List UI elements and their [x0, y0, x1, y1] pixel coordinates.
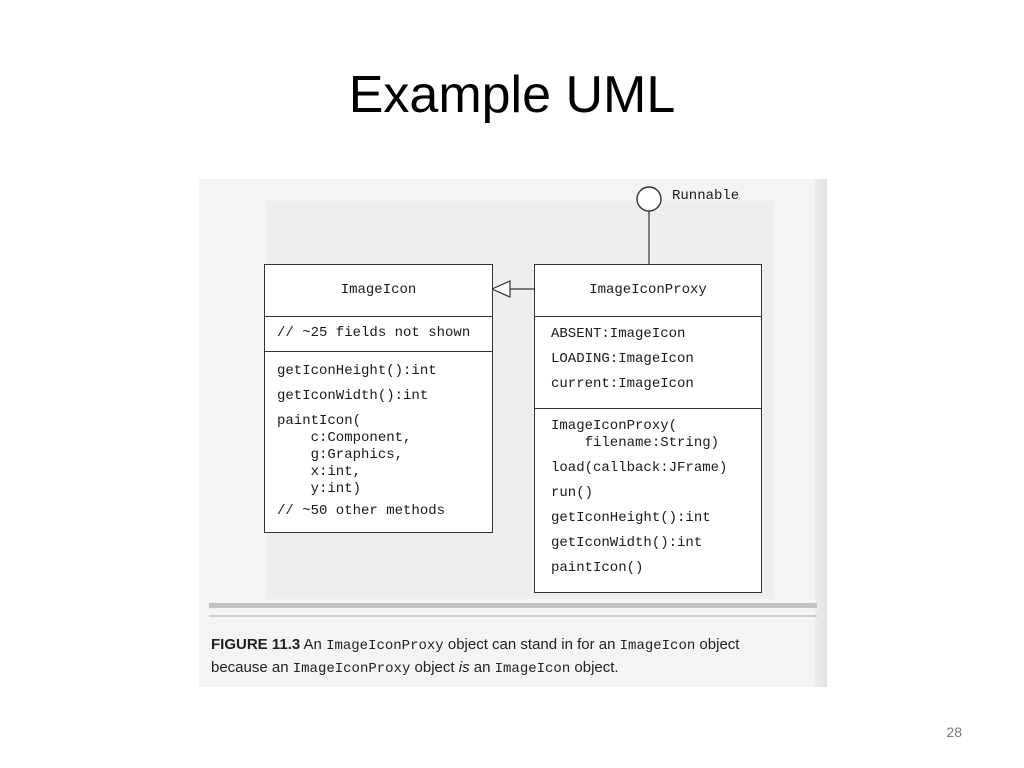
figure-label: FIGURE 11.3	[211, 636, 301, 653]
caption-code: ImageIconProxy	[292, 661, 411, 677]
imageicon-name-section: ImageIcon	[265, 265, 492, 317]
caption-code: ImageIconProxy	[326, 638, 444, 654]
inheritance-arrowhead	[490, 280, 511, 298]
caption-text: an	[469, 659, 495, 676]
slide-title: Example UML	[348, 66, 676, 124]
proxy-field: LOADING:ImageIcon	[551, 351, 694, 367]
proxy-method: load(callback:JFrame)	[551, 460, 728, 476]
caption-text: object	[695, 636, 740, 653]
figure-rule-thick	[209, 603, 817, 608]
page-edge	[815, 179, 827, 687]
page-number: 28	[946, 724, 962, 740]
imageicon-method: getIconWidth():int	[277, 388, 429, 404]
imageicon-field: // ~25 fields not shown	[277, 325, 471, 341]
proxy-methods-section: ImageIconProxy( filename:String) load(ca…	[535, 409, 761, 577]
caption-text: object.	[570, 659, 619, 676]
imageiconproxy-class-box: ImageIconProxy ABSENT:ImageIcon LOADING:…	[534, 264, 762, 593]
imageicon-method: // ~50 other methods	[277, 503, 446, 519]
figure-caption: FIGURE 11.3 An ImageIconProxy object can…	[211, 634, 811, 680]
caption-code: ImageIcon	[494, 661, 571, 677]
proxy-method: paintIcon()	[551, 560, 644, 576]
imageicon-method: getIconHeight():int	[277, 363, 437, 379]
imageicon-method: paintIcon( c:Component, g:Graphics, x:in…	[277, 413, 412, 497]
caption-text: because an	[211, 659, 293, 676]
proxy-method: getIconHeight():int	[551, 510, 711, 526]
proxy-field: current:ImageIcon	[551, 376, 694, 392]
caption-code: ImageIcon	[619, 638, 696, 654]
imageicon-fields-section: // ~25 fields not shown	[265, 317, 492, 352]
caption-line-1: FIGURE 11.3 An ImageIconProxy object can…	[211, 634, 811, 657]
proxy-method: run()	[551, 485, 594, 501]
proxy-method: getIconWidth():int	[551, 535, 703, 551]
imageicon-methods-section: getIconHeight():int getIconWidth():int p…	[265, 352, 492, 520]
figure-rule-thin	[209, 615, 817, 617]
imageicon-class-box: ImageIcon // ~25 fields not shown getIco…	[264, 264, 493, 533]
caption-text: object can stand in for an	[443, 636, 620, 653]
proxy-class-name: ImageIconProxy	[589, 282, 707, 298]
caption-line-2: because an ImageIconProxy object is an I…	[211, 657, 811, 680]
runnable-interface-circle	[636, 186, 662, 212]
proxy-field: ABSENT:ImageIcon	[551, 326, 686, 342]
runnable-label: Runnable	[672, 188, 740, 204]
caption-text: An	[300, 636, 327, 653]
proxy-method: ImageIconProxy( filename:String)	[551, 418, 720, 451]
proxy-fields-section: ABSENT:ImageIcon LOADING:ImageIcon curre…	[535, 317, 761, 409]
proxy-name-section: ImageIconProxy	[535, 265, 761, 317]
caption-text: object	[410, 659, 459, 676]
caption-emphasis: is	[458, 659, 470, 676]
imageicon-class-name: ImageIcon	[340, 282, 417, 298]
